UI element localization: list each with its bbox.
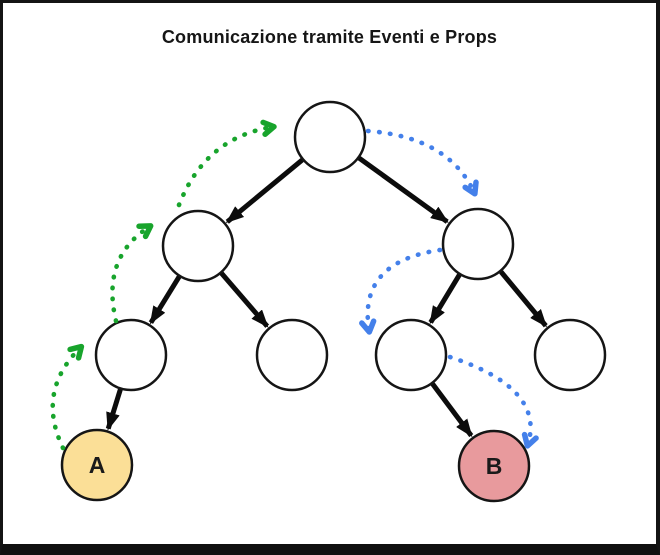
- node-node-a: [60, 428, 134, 502]
- node-node-b-label: B: [486, 453, 503, 479]
- props-arrow-l2-right-to-l3-right-left: [359, 247, 443, 335]
- diagram-title: Comunicazione tramite Eventi e Props: [161, 27, 498, 47]
- node-l2-left: [161, 209, 235, 283]
- props-arrow-root-to-l2-right: [365, 128, 479, 197]
- node-l2-right: [441, 207, 515, 281]
- node-node-a-label: A: [89, 452, 106, 478]
- tree-edge-l2-right-to-l3-right-right: [499, 270, 548, 328]
- node-l3-right-left: [374, 318, 448, 392]
- event-arrow-l2-left-to-root: [176, 119, 277, 208]
- tree-edge-l2-right-to-l3-right-left: [428, 273, 462, 325]
- node-l3-left-right: [255, 318, 329, 392]
- tree-edge-l2-left-to-l3-left-right: [219, 271, 270, 328]
- tree-edge-root-to-l2-right: [357, 156, 449, 224]
- tree-edge-l3-left-left-to-node-a: [105, 388, 123, 431]
- node-root: [293, 100, 367, 174]
- event-arrow-l3-left-left-to-l2-left: [110, 223, 154, 324]
- tree-edge-root-to-l2-left: [225, 157, 304, 224]
- tree-edge-l3-right-left-to-node-b: [430, 382, 474, 438]
- event-arrow-node-a-to-l3-left-left: [50, 343, 85, 451]
- node-l3-right-right: [533, 318, 607, 392]
- node-node-b: [457, 429, 531, 503]
- props-arrow-l3-right-left-to-node-b: [447, 354, 539, 449]
- node-l3-left-left: [94, 318, 168, 392]
- tree-edge-l2-left-to-l3-left-left: [148, 275, 182, 325]
